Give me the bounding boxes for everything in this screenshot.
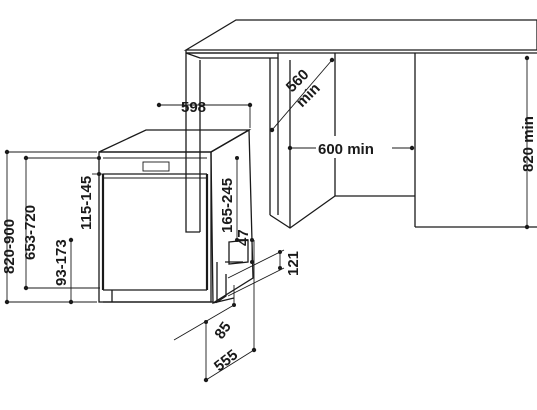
label-598: 598 (181, 99, 206, 116)
label-47: 47 (235, 229, 252, 246)
dim-555 (203, 240, 257, 383)
label-820-min: 820 min (520, 116, 537, 172)
countertop (183, 19, 537, 54)
label-121: 121 (285, 251, 302, 276)
label-653-720: 653-720 (22, 205, 39, 260)
dim-121 (227, 249, 285, 297)
dim-47 (250, 238, 254, 264)
label-115-145: 115-145 (78, 176, 95, 230)
dim-165-245 (235, 156, 239, 242)
label-93-173: 93-173 (53, 239, 70, 286)
label-555: 555 (211, 346, 241, 375)
label-85: 85 (211, 319, 234, 342)
dim-115-145 (92, 156, 103, 176)
dim-820-900 (4, 149, 97, 305)
dim-width-598 (156, 102, 253, 128)
dim-820min (524, 55, 530, 230)
label-820-900: 820-900 (1, 219, 18, 274)
label-165-245: 165-245 (219, 178, 236, 233)
label-600-min: 600 min (318, 141, 374, 158)
dim-653-720 (23, 155, 100, 291)
dishwasher (98, 128, 254, 305)
dim-93-173 (68, 237, 74, 305)
dim-depth-560 (269, 57, 335, 133)
niche-cabinet (185, 52, 537, 233)
dim-85 (173, 285, 236, 341)
